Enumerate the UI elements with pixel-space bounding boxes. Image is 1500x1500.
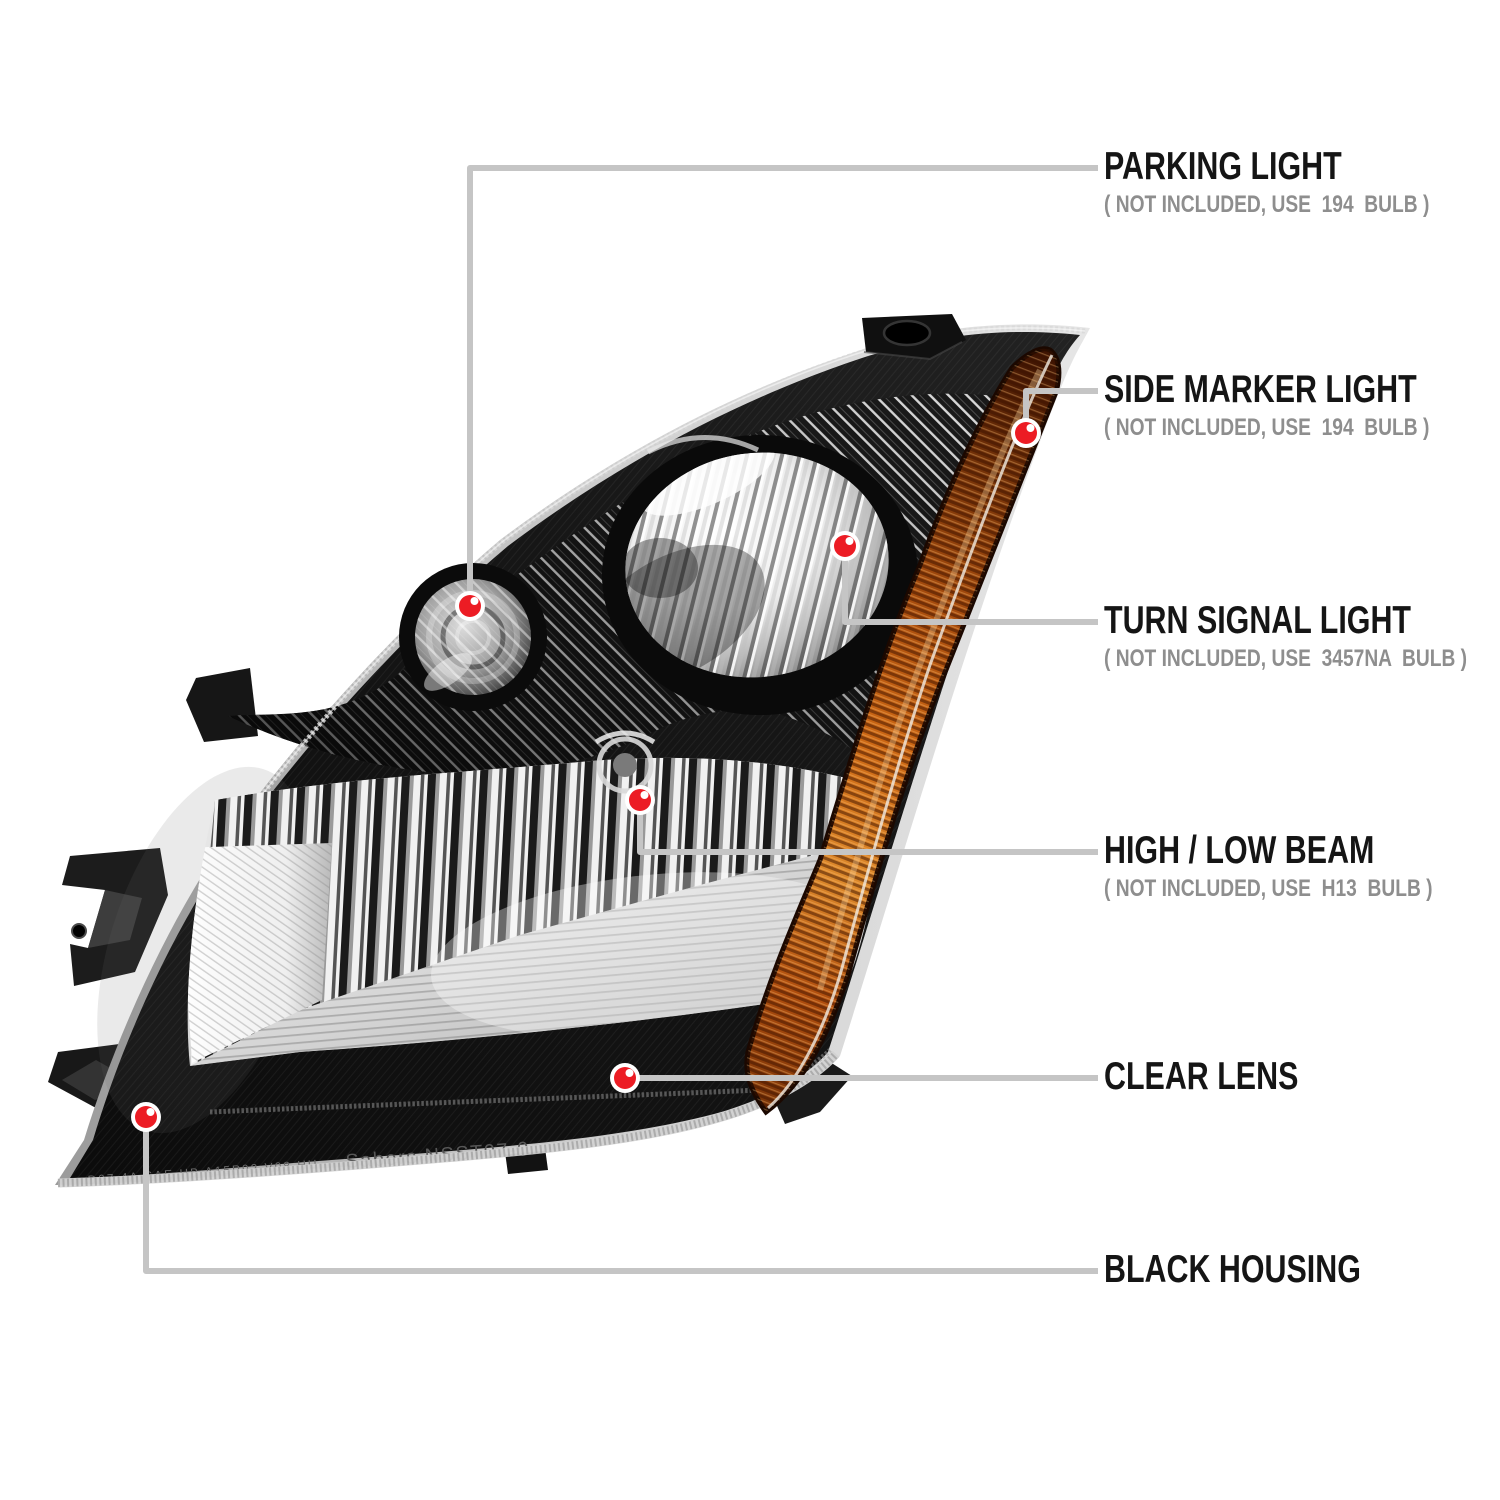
- callout-title: SIDE MARKER LIGHT: [1104, 368, 1417, 411]
- callout-label-parking-light: PARKING LIGHT ( NOT INCLUDED, USE 194 BU…: [1104, 147, 1500, 218]
- callout-subtitle: ( NOT INCLUDED, USE 194 BULB ): [1104, 191, 1430, 218]
- high-low-beam-lens: [602, 435, 918, 715]
- callout-label-side-marker-light: SIDE MARKER LIGHT ( NOT INCLUDED, USE 19…: [1104, 370, 1500, 441]
- callout-label-clear-lens: CLEAR LENS: [1104, 1057, 1500, 1102]
- callout-title: CLEAR LENS: [1104, 1055, 1299, 1098]
- connector-parking-light: [467, 165, 1098, 606]
- callout-subtitle: ( NOT INCLUDED, USE H13 BULB ): [1104, 875, 1433, 902]
- callout-title: HIGH / LOW BEAM: [1104, 829, 1375, 872]
- marker-dot-side-marker-light: [1011, 418, 1041, 448]
- callout-subtitle: ( NOT INCLUDED, USE 194 BULB ): [1104, 414, 1430, 441]
- callout-label-black-housing: BLACK HOUSING: [1104, 1250, 1500, 1295]
- connector-high-low-beam: [637, 800, 1098, 855]
- connector-turn-signal-light: [842, 546, 1098, 625]
- marker-dot-parking-light: [455, 591, 485, 621]
- callout-connectors: [143, 165, 1098, 1274]
- marker-dot-turn-signal-light: [830, 531, 860, 561]
- callout-title: BLACK HOUSING: [1104, 1248, 1361, 1291]
- callout-subtitle: ( NOT INCLUDED, USE 3457NA BULB ): [1104, 645, 1468, 672]
- marker-dot-high-low-beam: [625, 785, 655, 815]
- parking-light-lens: [399, 563, 547, 711]
- callout-title: TURN SIGNAL LIGHT: [1104, 599, 1412, 642]
- connector-black-housing: [143, 1117, 1098, 1274]
- marker-dot-clear-lens: [610, 1063, 640, 1093]
- top-mounting-tab: [862, 314, 966, 361]
- callout-marker-dots: [131, 418, 1041, 1132]
- callout-label-high-low-beam: HIGH / LOW BEAM ( NOT INCLUDED, USE H13 …: [1104, 831, 1500, 902]
- callout-title: PARKING LIGHT: [1104, 145, 1342, 188]
- marker-dot-black-housing: [131, 1102, 161, 1132]
- callout-label-turn-signal-light: TURN SIGNAL LIGHT ( NOT INCLUDED, USE 34…: [1104, 601, 1500, 672]
